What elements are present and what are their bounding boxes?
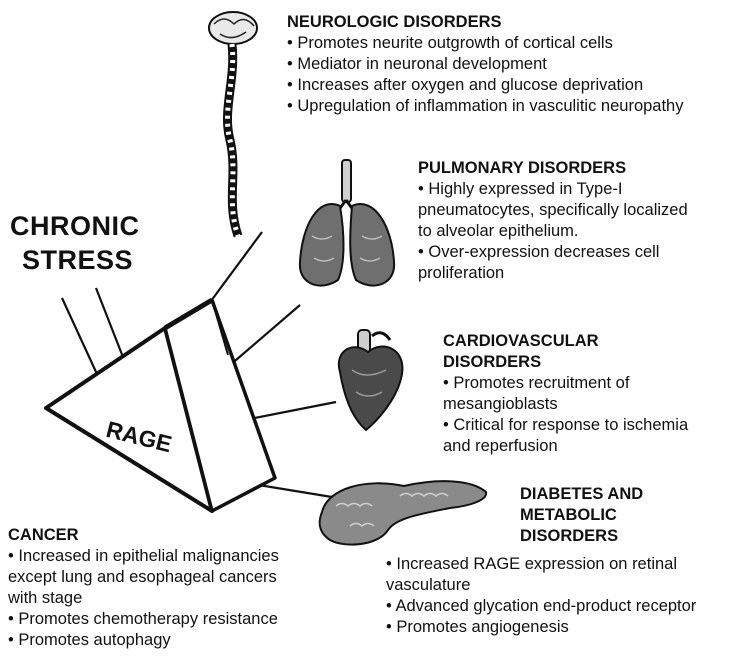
pulmonary-line: • Over-expression decreases cell xyxy=(418,242,688,263)
cancer-line: except lung and esophageal cancers xyxy=(8,567,279,588)
spinal-cord-icon xyxy=(209,12,257,236)
chronic-stress-line: STRESS xyxy=(10,243,140,277)
pulmonary-line: to alveolar epithelium. xyxy=(418,221,688,242)
pulmonary-line: proliferation xyxy=(418,263,688,284)
cancer-line: with stage xyxy=(8,588,279,609)
neurologic-line: • Promotes neurite outgrowth of cortical… xyxy=(287,33,683,54)
cardiovascular-line: and reperfusion xyxy=(443,436,688,457)
diabetes-title: DISORDERS xyxy=(520,526,643,547)
diabetes-line: • Advanced glycation end-product recepto… xyxy=(386,596,696,617)
cardiovascular-title: CARDIOVASCULAR xyxy=(443,331,688,352)
neurologic-block: NEUROLOGIC DISORDERS • Promotes neurite … xyxy=(287,12,683,117)
cancer-line: • Promotes chemotherapy resistance xyxy=(8,609,279,630)
cardiovascular-line: • Critical for response to ischemia xyxy=(443,415,688,436)
connector-neuro xyxy=(208,232,262,305)
diabetes-title: METABOLIC xyxy=(520,505,643,526)
lungs-icon xyxy=(300,160,394,286)
cancer-line: • Promotes autophagy xyxy=(8,630,279,651)
neurologic-title: NEUROLOGIC DISORDERS xyxy=(287,12,683,33)
chronic-stress-line: CHRONIC xyxy=(10,209,140,243)
rage-pyramid xyxy=(46,300,275,511)
diabetes-block: • Increased RAGE expression on retinal v… xyxy=(386,554,696,638)
diabetes-line: • Promotes angiogenesis xyxy=(386,617,696,638)
pulmonary-line: • Highly expressed in Type-I xyxy=(418,179,688,200)
heart-icon xyxy=(339,330,403,430)
cancer-line: • Increased in epithelial malignancies xyxy=(8,546,279,567)
cardiovascular-title: DISORDERS xyxy=(443,352,688,373)
pulmonary-line: pneumatocytes, specifically localized xyxy=(418,200,688,221)
pulmonary-block: PULMONARY DISORDERS • Highly expressed i… xyxy=(418,158,688,284)
diabetes-title-block: DIABETES AND METABOLIC DISORDERS xyxy=(520,484,643,547)
pulmonary-title: PULMONARY DISORDERS xyxy=(418,158,688,179)
cardiovascular-block: CARDIOVASCULAR DISORDERS • Promotes recr… xyxy=(443,331,688,457)
pancreas-icon xyxy=(320,481,487,544)
diabetes-title: DIABETES AND xyxy=(520,484,643,505)
neurologic-line: • Increases after oxygen and glucose dep… xyxy=(287,75,683,96)
chronic-stress-label: CHRONIC STRESS xyxy=(10,209,140,277)
neurologic-line: • Mediator in neuronal development xyxy=(287,54,683,75)
cardiovascular-line: mesangioblasts xyxy=(443,394,688,415)
diabetes-line: vasculature xyxy=(386,575,696,596)
diabetes-line: • Increased RAGE expression on retinal xyxy=(386,554,696,575)
cancer-block: CANCER • Increased in epithelial maligna… xyxy=(8,525,279,651)
neurologic-line: • Upregulation of inflammation in vascul… xyxy=(287,96,683,117)
cardiovascular-line: • Promotes recruitment of xyxy=(443,373,688,394)
cancer-title: CANCER xyxy=(8,525,279,546)
